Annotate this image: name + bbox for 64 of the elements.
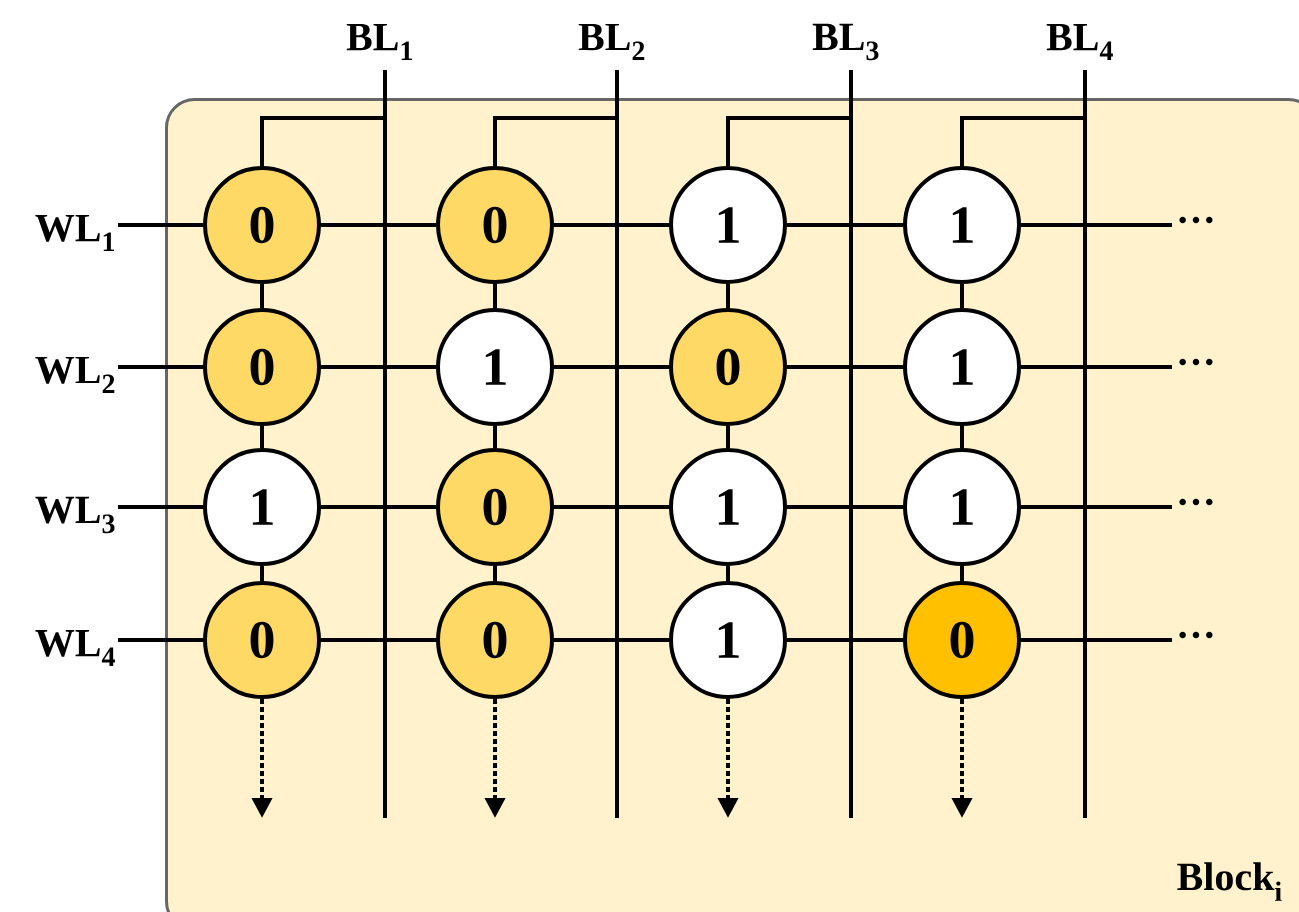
bit-line-label: BL$_{2}$ [578, 23, 645, 61]
word-line [554, 223, 669, 227]
ellipsis: ··· [1179, 358, 1213, 366]
connector-line [726, 284, 730, 308]
bit-line-label: BL$_{3}$ [812, 23, 879, 61]
memory-cell: 1 [903, 166, 1021, 284]
connector-line [726, 566, 730, 581]
connector-line [493, 426, 497, 448]
memory-cell: 1 [903, 448, 1021, 566]
connector-line [493, 284, 497, 308]
connector-line [260, 566, 264, 581]
word-line [321, 638, 436, 642]
word-line [321, 505, 436, 509]
memory-cell: 0 [436, 166, 554, 284]
connector-line [726, 426, 730, 448]
word-line [321, 365, 436, 369]
memory-cell: 1 [903, 308, 1021, 426]
ellipsis: ··· [1179, 631, 1213, 639]
word-line [787, 365, 903, 369]
word-line [118, 638, 203, 642]
bit-line [849, 70, 853, 818]
word-line-label: WL$_{1}$ [35, 214, 115, 252]
word-line-label: WL$_{2}$ [35, 356, 115, 394]
word-line [1021, 223, 1172, 227]
bit-line-label: BL$_{1}$ [346, 23, 412, 61]
ellipsis: ··· [1179, 216, 1213, 224]
word-line [554, 505, 669, 509]
connector-line [960, 426, 964, 448]
memory-cell: 0 [203, 581, 321, 699]
connector-line [260, 426, 264, 448]
bit-line-label: BL$_{4}$ [1046, 23, 1113, 60]
word-line [321, 223, 436, 227]
memory-cell: 1 [669, 166, 787, 284]
memory-cell: 0 [203, 166, 321, 284]
ellipsis: ··· [1179, 498, 1213, 506]
word-line [1021, 365, 1172, 369]
connector-line [960, 284, 964, 308]
word-line [1021, 505, 1172, 509]
word-line [1021, 638, 1172, 642]
memory-cell: 0 [203, 308, 321, 426]
word-line [118, 365, 203, 369]
connector-line [960, 566, 964, 581]
connector-line [493, 566, 497, 581]
word-line [554, 638, 669, 642]
word-line [787, 505, 903, 509]
word-line-label: WL$_{4}$ [35, 629, 115, 666]
memory-cell: 1 [669, 448, 787, 566]
memory-cell: 0 [436, 581, 554, 699]
memory-cell: 0 [903, 581, 1021, 699]
word-line [118, 505, 203, 509]
memory-cell: 0 [436, 448, 554, 566]
memory-cell: 1 [669, 581, 787, 699]
bit-line [383, 70, 387, 818]
memory-cell: 0 [669, 308, 787, 426]
memory-cell: 1 [203, 448, 321, 566]
word-line-label: WL$_{3}$ [35, 496, 115, 534]
bit-line [1083, 70, 1087, 818]
connector-line [260, 284, 264, 308]
word-line [118, 223, 203, 227]
word-line [787, 223, 903, 227]
memory-cell: 1 [436, 308, 554, 426]
word-line [554, 365, 669, 369]
word-line [787, 638, 903, 642]
bit-line [615, 70, 619, 818]
